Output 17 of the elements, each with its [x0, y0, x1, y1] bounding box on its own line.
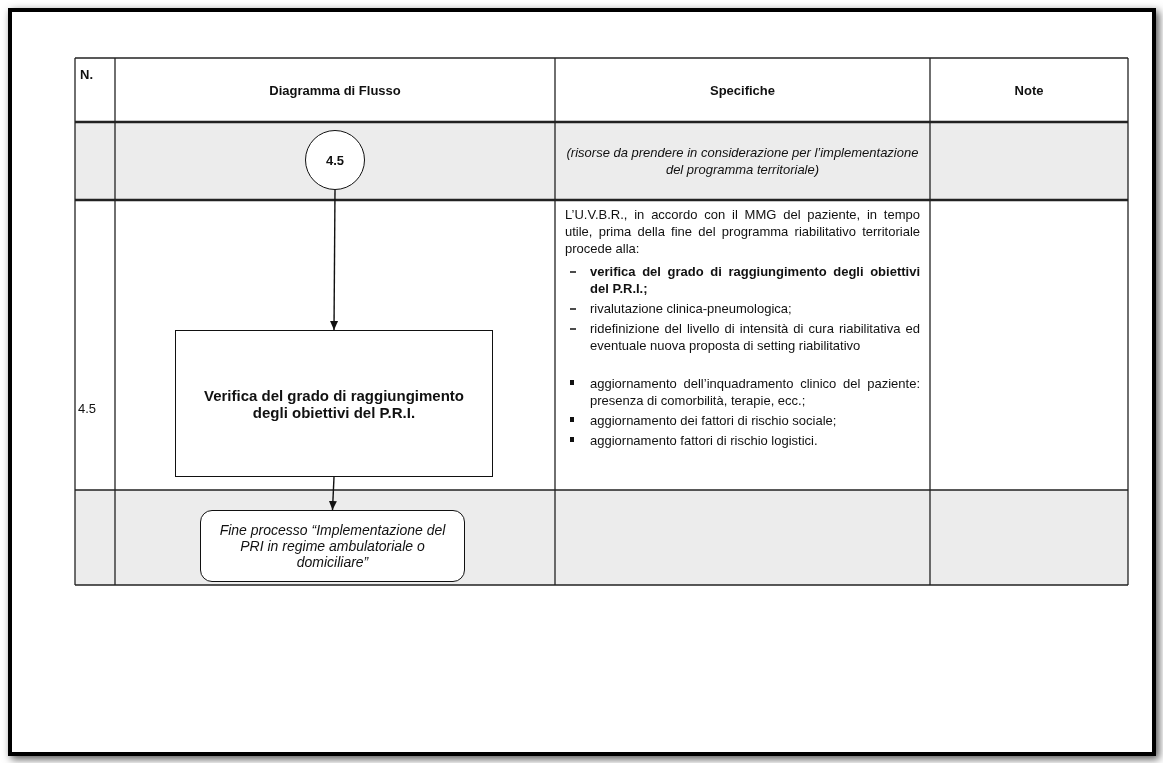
column-header: Specifiche — [709, 82, 776, 99]
process-box: Verifica del grado di raggiungimento degli obiettivi del P.R.I. — [175, 330, 493, 477]
list-item: ridefinizione del livello di intensità di cura riabilitativa ed eventuale nuova proposta di setting riabilitativo — [590, 320, 920, 354]
arrow — [328, 476, 337, 511]
column-header: Note — [1013, 82, 1045, 99]
end-terminator: Fine processo “Implementazione del PRI in regime ambulatoriale o domiciliare” — [200, 510, 465, 582]
list-item: aggiornamento dell’inquadramento clinico del paziente: presenza di comorbilità, terapie, ecc.; — [590, 375, 920, 409]
row-number: 4.5 — [78, 400, 98, 417]
arrow — [330, 189, 339, 331]
list-item: verifica del grado di raggiungimento degli obiettivi del P.R.I.; — [590, 263, 920, 297]
paragraph: L’U.V.B.R., in accordo con il MMG del paziente, in tempo utile, prima della fine del programma riabilitativo territoriale procede alla: — [565, 206, 920, 257]
list-item: aggiornamento dei fattori di rischio sociale; — [590, 412, 838, 429]
column-header: N. — [80, 66, 94, 83]
column-header: Diagramma di Flusso — [268, 82, 402, 99]
list-item: aggiornamento fattori di rischio logistici. — [590, 432, 819, 449]
note-text: (risorse da prendere in considerazione per l’implementazione del programma territoriale) — [565, 144, 920, 178]
list-item: rivalutazione clinica-pneumologica; — [590, 300, 793, 317]
